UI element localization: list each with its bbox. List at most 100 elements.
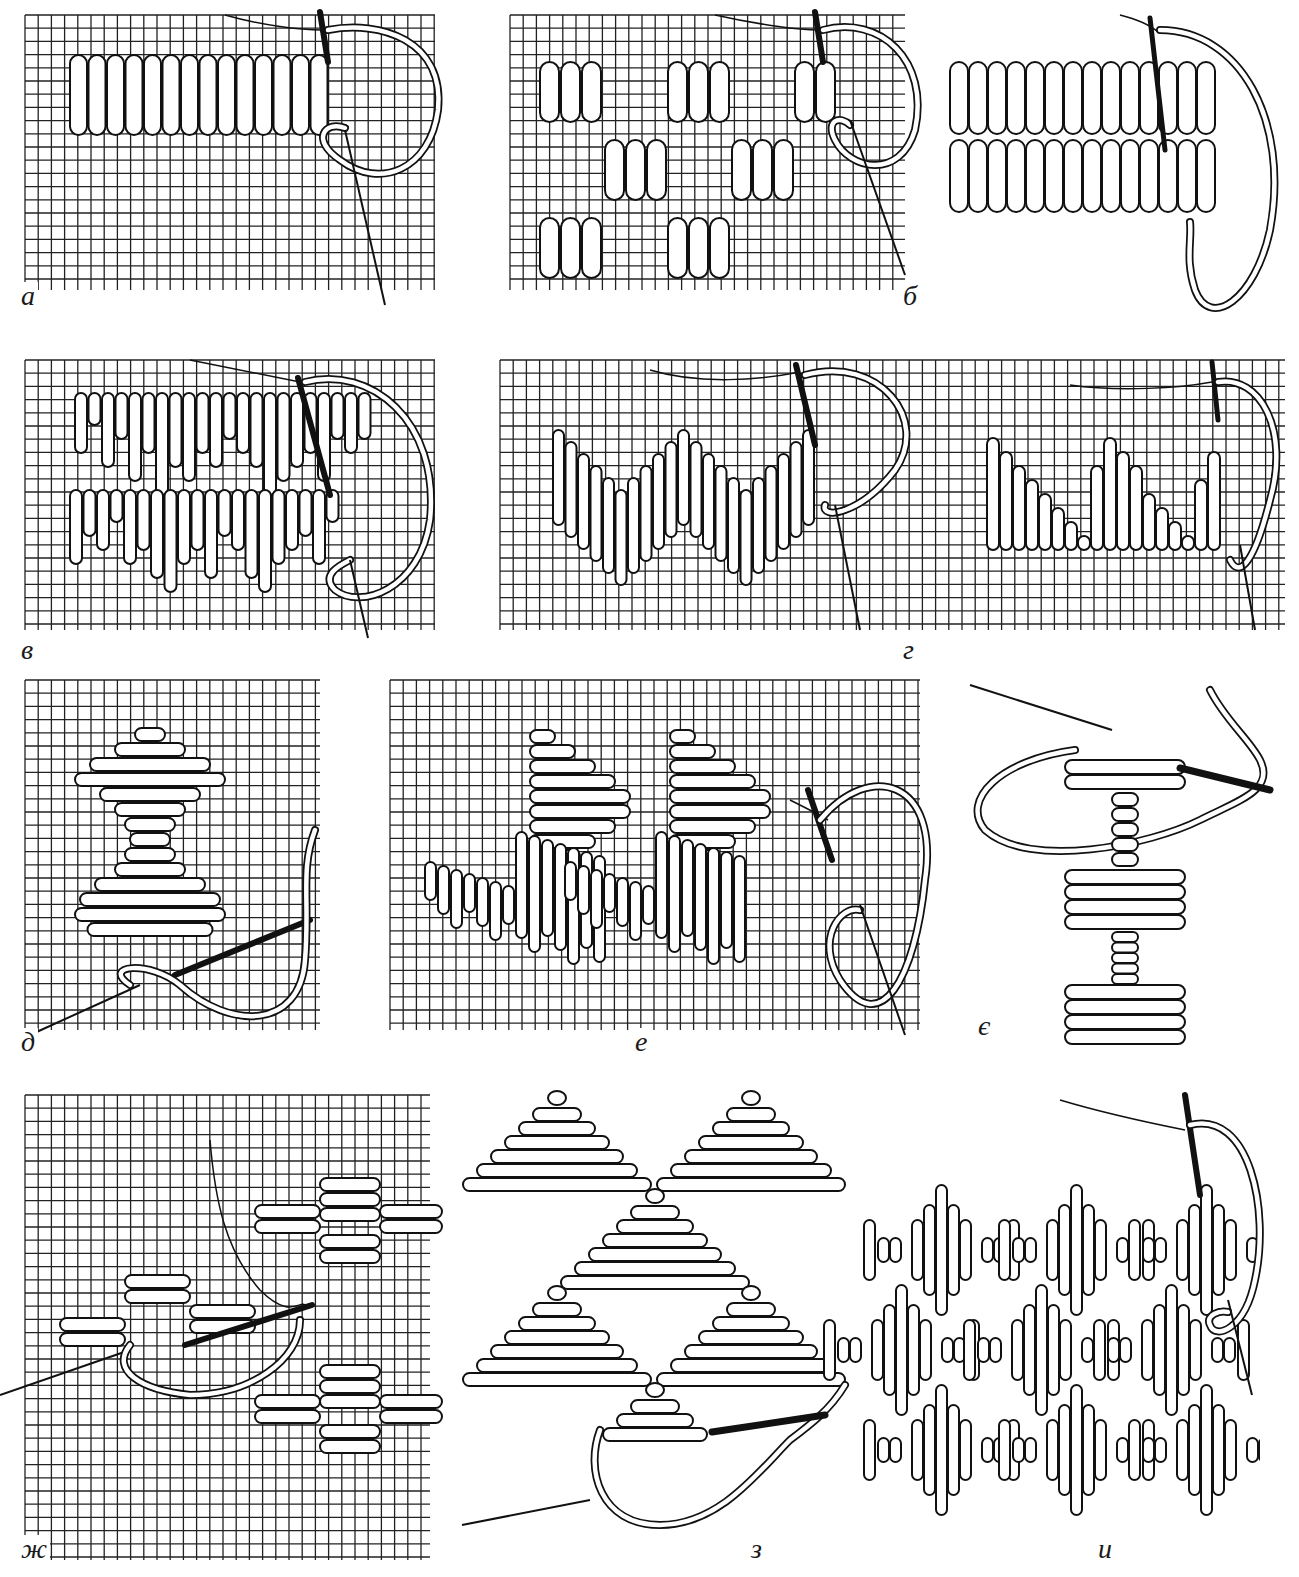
stitch bbox=[138, 490, 150, 550]
stitch bbox=[60, 1318, 125, 1331]
stitch bbox=[685, 1345, 817, 1358]
stitch bbox=[666, 442, 677, 537]
stitch bbox=[1112, 823, 1138, 836]
stitch bbox=[671, 1164, 831, 1177]
stitch bbox=[685, 1150, 817, 1163]
stitch bbox=[1112, 808, 1138, 821]
thread bbox=[820, 786, 927, 1004]
stitch bbox=[670, 790, 770, 803]
stitch bbox=[1197, 62, 1215, 134]
stitch bbox=[490, 882, 501, 940]
stitch bbox=[1112, 953, 1138, 963]
stitch bbox=[491, 1345, 623, 1358]
needle bbox=[175, 920, 310, 975]
stitch bbox=[1065, 1015, 1185, 1029]
stitch bbox=[210, 393, 222, 467]
stitch bbox=[111, 490, 123, 522]
stitch bbox=[533, 1108, 581, 1121]
stitch bbox=[320, 1380, 380, 1393]
stitch bbox=[950, 62, 968, 134]
stitch bbox=[708, 848, 719, 964]
stitch bbox=[477, 878, 488, 926]
stitch bbox=[278, 393, 290, 481]
stitch bbox=[540, 218, 559, 278]
stitch bbox=[503, 886, 514, 924]
stitch bbox=[710, 62, 729, 122]
stitch bbox=[653, 454, 664, 549]
stitch bbox=[617, 1414, 693, 1427]
stitch bbox=[60, 1333, 125, 1346]
needle bbox=[808, 790, 832, 860]
stitch bbox=[1169, 522, 1181, 550]
stitch bbox=[1117, 1238, 1128, 1262]
stitch bbox=[320, 1235, 380, 1248]
thread-tail bbox=[225, 15, 322, 30]
stitch bbox=[689, 218, 708, 278]
stitch bbox=[582, 62, 601, 122]
stitch bbox=[1117, 1438, 1128, 1462]
stitch bbox=[332, 393, 344, 439]
stitch bbox=[1048, 1305, 1059, 1395]
thread bbox=[978, 690, 1264, 851]
stitch bbox=[631, 1400, 679, 1413]
stitch bbox=[1154, 1305, 1165, 1395]
stitch bbox=[741, 490, 752, 585]
stitch bbox=[274, 55, 291, 135]
thread bbox=[323, 28, 438, 174]
stitch bbox=[125, 818, 175, 831]
stitch bbox=[88, 923, 213, 936]
stitch bbox=[380, 1205, 442, 1218]
stitch bbox=[657, 1178, 845, 1191]
stitch bbox=[682, 840, 693, 936]
stitch bbox=[530, 745, 575, 758]
stitch bbox=[477, 1359, 637, 1372]
canvas-grid bbox=[25, 15, 435, 290]
stitch bbox=[530, 820, 615, 833]
thread bbox=[1218, 381, 1276, 567]
thread-tail bbox=[715, 15, 818, 30]
stitch bbox=[960, 1220, 971, 1280]
stitch bbox=[1082, 1338, 1093, 1362]
stitch bbox=[969, 140, 987, 212]
thread bbox=[1190, 1123, 1260, 1331]
stitch bbox=[1213, 1205, 1224, 1295]
stitch bbox=[125, 1290, 190, 1303]
stitch bbox=[561, 62, 580, 122]
stitch bbox=[671, 1359, 831, 1372]
stitch bbox=[359, 393, 371, 439]
stitch bbox=[960, 1420, 971, 1480]
stitch bbox=[1013, 1238, 1024, 1262]
stitch bbox=[170, 393, 182, 467]
thread bbox=[823, 27, 918, 165]
stitch bbox=[1130, 466, 1142, 550]
stitch bbox=[668, 62, 687, 122]
needle-tip bbox=[30, 985, 140, 1035]
stitch bbox=[1078, 536, 1090, 550]
canvas-grid bbox=[25, 1095, 430, 1560]
stitch bbox=[936, 1185, 947, 1315]
stitch bbox=[533, 1303, 581, 1316]
needle-tip bbox=[850, 120, 905, 275]
stitch bbox=[1065, 760, 1185, 774]
stitch bbox=[617, 878, 628, 926]
stitch bbox=[163, 55, 180, 135]
stitch bbox=[710, 218, 729, 278]
stitch bbox=[589, 1248, 721, 1261]
stitch bbox=[1026, 480, 1038, 550]
thread bbox=[820, 786, 927, 1004]
stitch bbox=[232, 490, 244, 550]
stitch bbox=[1065, 900, 1185, 914]
needle-tip bbox=[462, 1500, 590, 1525]
stitch bbox=[313, 490, 325, 564]
stitch bbox=[273, 490, 285, 564]
stitch bbox=[1102, 140, 1120, 212]
stitch bbox=[1224, 1338, 1235, 1362]
stitch bbox=[695, 844, 706, 950]
stitch bbox=[643, 886, 654, 924]
stitch bbox=[603, 1428, 707, 1441]
stitch bbox=[864, 1220, 875, 1280]
stitch bbox=[699, 1331, 803, 1344]
stitch bbox=[1024, 1305, 1035, 1395]
stitch bbox=[1060, 1320, 1071, 1380]
stitch bbox=[1045, 140, 1063, 212]
